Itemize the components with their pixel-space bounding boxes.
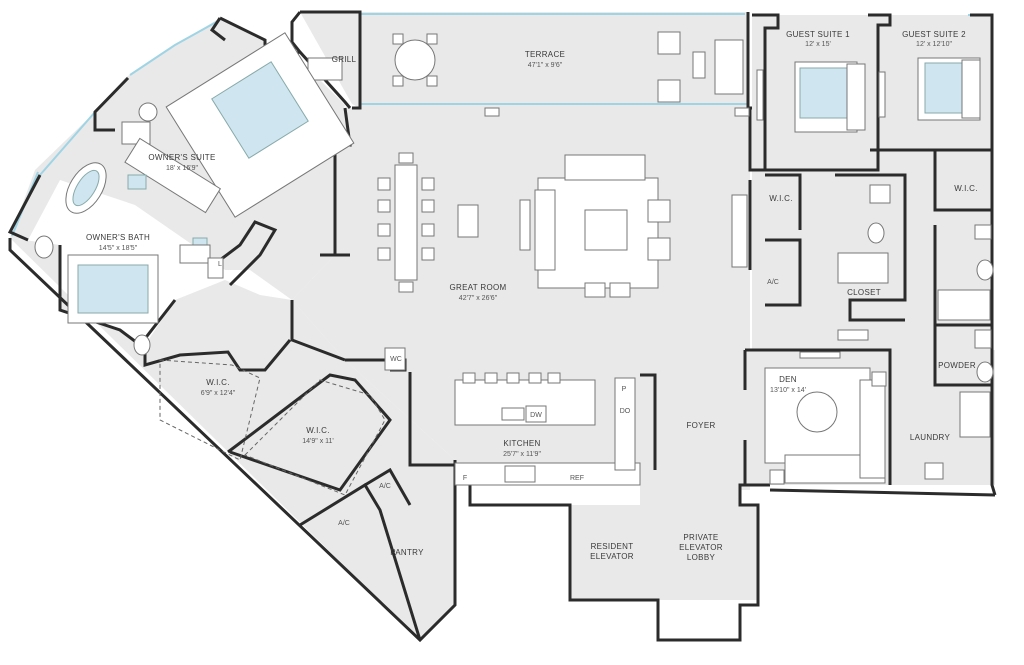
resident-elevator-label-2: ELEVATOR [590, 552, 634, 561]
closet-label: CLOSET [847, 288, 881, 297]
wic-guest1-label: W.I.C. [769, 194, 793, 203]
pantry-p-label: P [622, 386, 627, 393]
wic-small-dims: 6'9" x 12'4" [201, 390, 236, 397]
linen-l-label: L [218, 261, 222, 268]
private-lobby-label-1: PRIVATE [683, 533, 718, 542]
great-room-furniture [377, 152, 748, 298]
den-furniture [764, 351, 887, 485]
foyer-label: FOYER [686, 421, 715, 430]
resident-elevator-label-1: RESIDENT [591, 542, 634, 551]
kitchen-dims: 25'7" x 11'9" [503, 451, 541, 458]
wic-large-label: W.I.C. [306, 426, 330, 435]
east-bath-fixtures [837, 184, 994, 480]
private-lobby-label-3: LOBBY [687, 553, 716, 562]
fridge-f-label: F [463, 475, 467, 482]
laundry-label: LAUNDRY [910, 433, 951, 442]
fixture-labels: WC DW P DO F REF A/C A/C A/C L [218, 261, 779, 527]
owners-bath-dims: 14'5" x 18'5" [99, 245, 138, 252]
dw-label: DW [530, 412, 542, 419]
wic-guest2-label: W.I.C. [954, 184, 978, 193]
terrace-furniture [307, 31, 750, 117]
grill-label: GRILL [332, 55, 357, 64]
wic-small-label: W.I.C. [206, 378, 230, 387]
private-lobby-label-2: ELEVATOR [679, 543, 723, 552]
kitchen-fixtures [384, 347, 641, 486]
room-labels: TERRACE 47'1" x 9'6" GRILL GUEST SUITE 1… [86, 30, 978, 562]
great-room-dims: 42'7" x 26'6" [459, 295, 498, 302]
kitchen-label: KITCHEN [503, 439, 540, 448]
great-room-label: GREAT ROOM [450, 283, 507, 292]
pantry-label: PANTRY [390, 548, 424, 557]
den-dims: 13'10" x 14' [770, 387, 806, 394]
guest-suite-furniture [756, 57, 981, 341]
ac-label-1: A/C [379, 483, 391, 490]
guest-suite-1-dims: 12' x 15' [805, 41, 831, 48]
guest-suite-2-dims: 12' x 12'10" [916, 41, 952, 48]
den-label: DEN [779, 375, 797, 384]
ref-label: REF [570, 475, 584, 482]
ac-label-2: A/C [338, 520, 350, 527]
double-oven-label: DO [620, 408, 631, 415]
ac-label-3: A/C [767, 279, 779, 286]
guest-suite-1-label: GUEST SUITE 1 [786, 30, 850, 39]
guest-suite-2-label: GUEST SUITE 2 [902, 30, 966, 39]
wic-large-dims: 14'9" x 11' [302, 438, 334, 445]
owners-suite-furniture [34, 32, 355, 356]
owners-suite-dims: 18' x 16'9" [166, 165, 199, 172]
owners-bath-label: OWNER'S BATH [86, 233, 150, 242]
wc-label: WC [390, 356, 402, 363]
powder-label: POWDER [938, 361, 976, 370]
terrace-label: TERRACE [525, 50, 565, 59]
terrace-dims: 47'1" x 9'6" [528, 62, 563, 69]
owners-suite-label: OWNER'S SUITE [148, 153, 215, 162]
